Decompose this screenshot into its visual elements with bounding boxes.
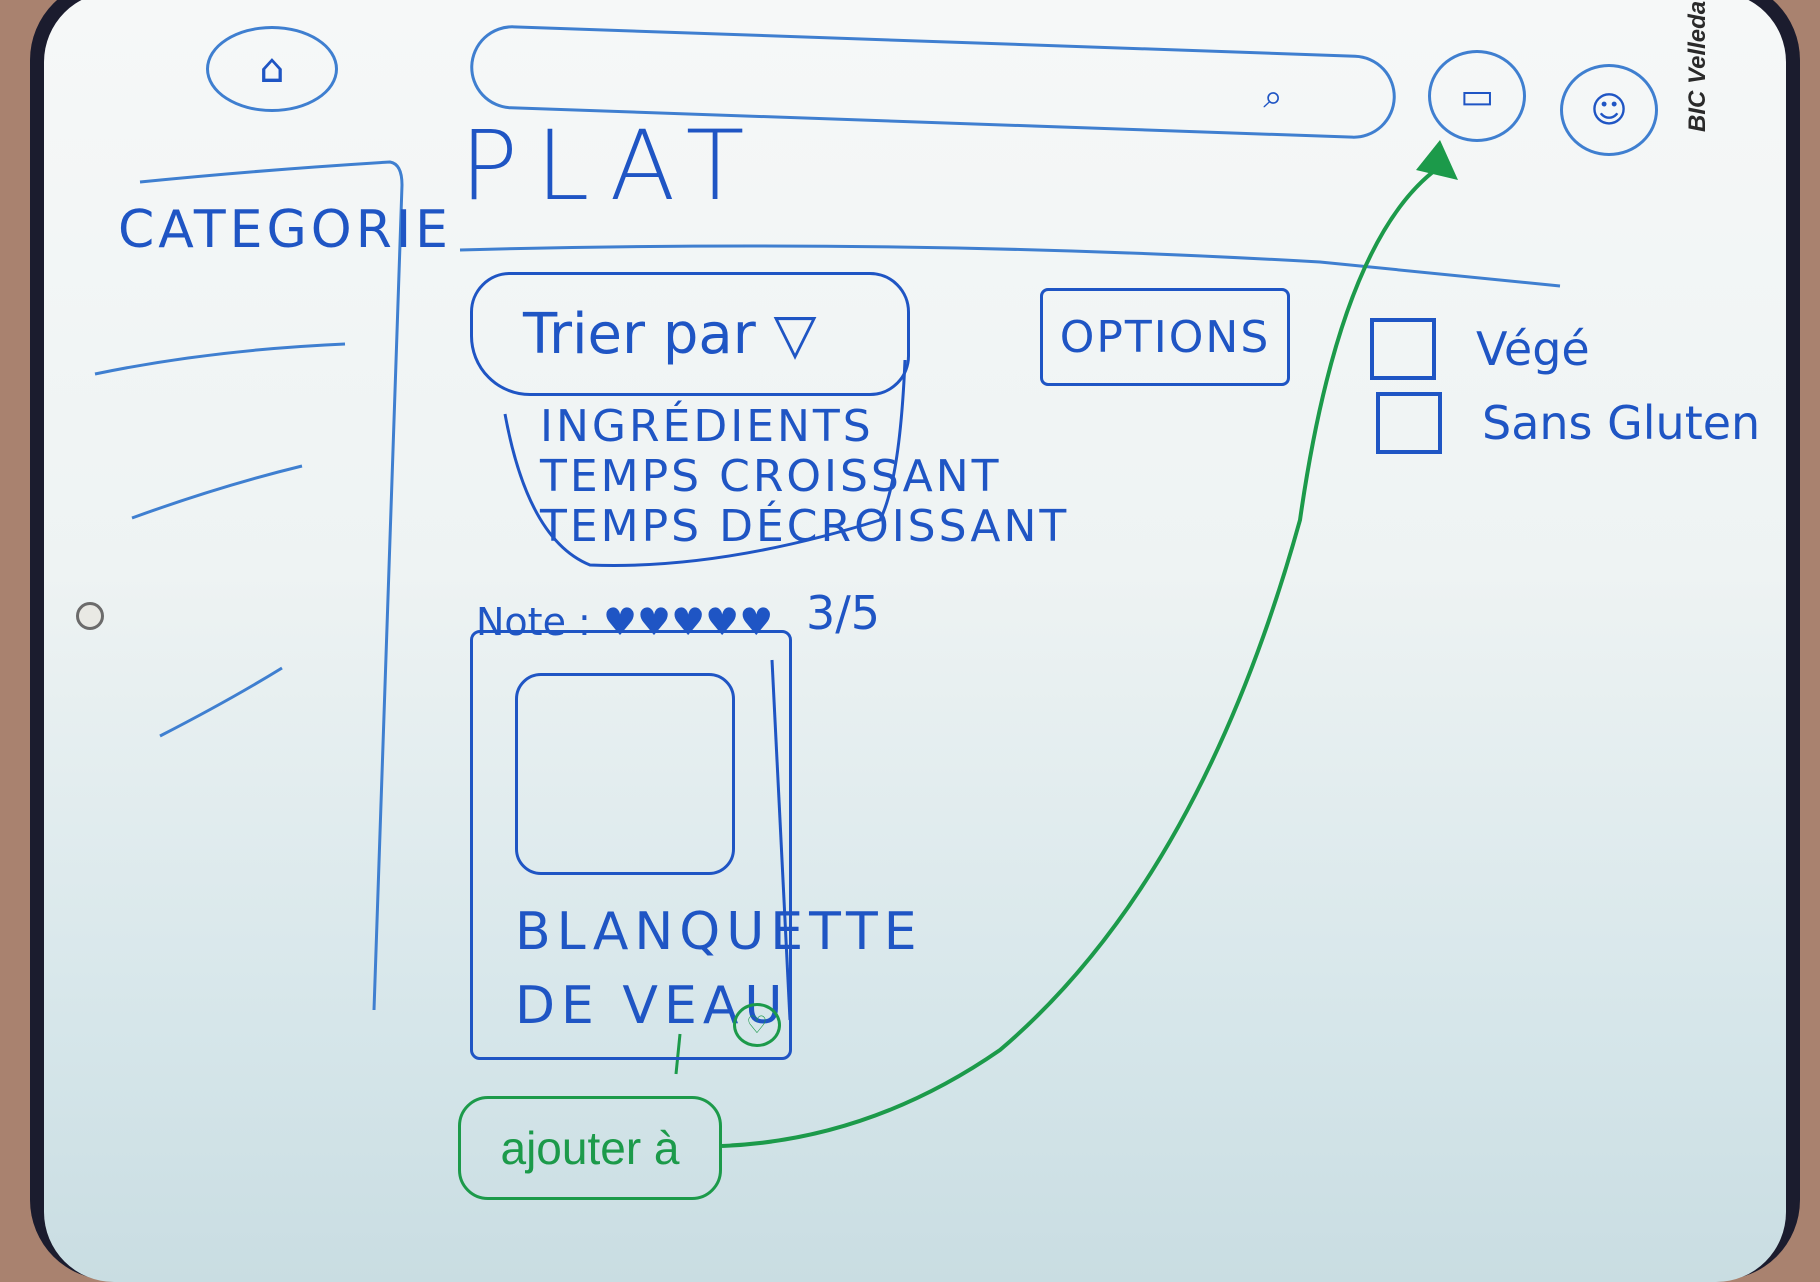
recipe-image [515,673,735,875]
rating: Note : ♥♥♥♥♥ [476,600,773,644]
sort-dropdown[interactable]: Trier par ▽ [470,272,910,396]
recipe-title-line2: DE VEAU [515,976,789,1036]
options-button[interactable]: OPTIONS [1040,288,1290,386]
sort-label: Trier par ▽ [523,301,817,367]
user-button[interactable]: ☺ [1560,64,1658,156]
search-icon[interactable]: ⌕ [1262,76,1284,118]
rating-label: Note : [476,600,591,644]
filter-vege-label: Végé [1476,322,1590,376]
filter-gluten-free-label: Sans Gluten [1482,396,1761,450]
sort-option-ingredients[interactable]: INGRÉDIENTS [540,401,874,452]
checkbox-vege[interactable] [1370,318,1436,380]
whiteboard: BIC Velleda [44,0,1786,1282]
rating-score: 3/5 [806,586,881,640]
brand-label: BIC Velleda [1684,0,1711,132]
page-title: PLAT [460,110,763,222]
sidebar-title: CATEGORIE [118,200,453,260]
add-to-cart-button[interactable]: ajouter à [458,1096,722,1200]
filter-vege[interactable]: Végé [1370,318,1590,380]
filter-gluten-free[interactable]: Sans Gluten [1376,392,1760,454]
recipe-title: BLANQUETTE DE VEAU [515,895,923,1043]
recipe-card[interactable]: BLANQUETTE DE VEAU ♡ [470,630,917,1060]
sort-option-time-asc[interactable]: TEMPS CROISSANT [540,451,1002,502]
logo-icon[interactable]: ⌂ [206,26,338,112]
cart-button[interactable]: ▭ [1428,50,1526,142]
checkbox-gluten-free[interactable] [1376,392,1442,454]
logo-glyph-icon: ⌂ [259,46,285,92]
user-icon: ☺ [1590,89,1628,131]
recipe-title-line1: BLANQUETTE [515,902,923,962]
mount-hole [76,602,104,630]
heart-icon[interactable]: ♡ [733,1003,781,1047]
sort-menu: INGRÉDIENTS TEMPS CROISSANT TEMPS DÉCROI… [540,402,1069,552]
sort-option-time-desc[interactable]: TEMPS DÉCROISSANT [540,501,1070,552]
rating-hearts-icon[interactable]: ♥♥♥♥♥ [602,600,774,644]
cart-icon: ▭ [1459,75,1494,117]
